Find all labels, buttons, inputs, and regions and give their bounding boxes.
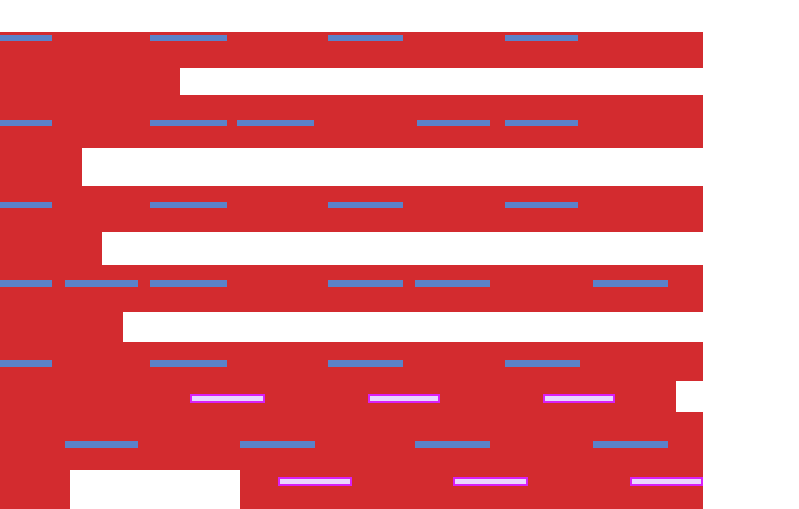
highlight-r1-c1[interactable]: [190, 394, 265, 403]
band-13: [240, 470, 703, 509]
token-r4-c3[interactable]: [150, 280, 227, 287]
token-r1-c2[interactable]: [150, 35, 227, 41]
token-r4-c1[interactable]: [0, 280, 52, 287]
token-r6-c1[interactable]: [65, 441, 138, 448]
token-r4-c4[interactable]: [328, 280, 403, 287]
highlight-r2-c3[interactable]: [630, 477, 703, 486]
block-count: 7: [0, 0, 1, 1]
token-r6-c2[interactable]: [240, 441, 315, 448]
token-r6-c3[interactable]: [415, 441, 490, 448]
token-count: 29: [0, 0, 1, 1]
token-r5-c1[interactable]: [0, 360, 52, 367]
band-4: [0, 148, 82, 186]
token-r4-c6[interactable]: [593, 280, 668, 287]
token-r2-c2[interactable]: [150, 120, 227, 126]
band-6: [0, 232, 102, 265]
token-r3-c1[interactable]: [0, 202, 52, 208]
highlight-r1-c2[interactable]: [368, 394, 440, 403]
token-r4-c2[interactable]: [65, 280, 138, 287]
band-5: [0, 186, 703, 232]
token-r5-c4[interactable]: [505, 360, 580, 367]
highlight-r2-c1[interactable]: [278, 477, 352, 486]
token-r1-c3[interactable]: [328, 35, 403, 41]
highlight-r2-c2[interactable]: [453, 477, 528, 486]
band-12: [0, 470, 70, 509]
token-r6-c4[interactable]: [593, 441, 668, 448]
highlight-r1-c3[interactable]: [543, 394, 615, 403]
band-2: [0, 68, 180, 95]
token-r2-c1[interactable]: [0, 120, 52, 126]
token-r3-c3[interactable]: [328, 202, 403, 208]
page-title: Redacted Document Render: [0, 0, 1, 1]
token-r5-c2[interactable]: [150, 360, 227, 367]
band-8: [0, 312, 123, 342]
legend-token-label: Masked text token: [0, 0, 1, 1]
token-r1-c4[interactable]: [505, 35, 578, 41]
legend-redaction-label: Redacted paragraph body: [0, 0, 1, 1]
token-r2-c3[interactable]: [237, 120, 314, 126]
highlight-count: 6: [0, 0, 1, 1]
token-r1-c1[interactable]: [0, 35, 52, 41]
legend-highlight-label: Highlighted annotation token: [0, 0, 1, 1]
token-r5-c3[interactable]: [328, 360, 403, 367]
token-r3-c2[interactable]: [150, 202, 227, 208]
token-r2-c4[interactable]: [417, 120, 490, 126]
token-r4-c5[interactable]: [415, 280, 490, 287]
token-r2-c5[interactable]: [505, 120, 578, 126]
token-r3-c4[interactable]: [505, 202, 578, 208]
band-7: [0, 265, 703, 312]
band-3: [0, 95, 703, 148]
